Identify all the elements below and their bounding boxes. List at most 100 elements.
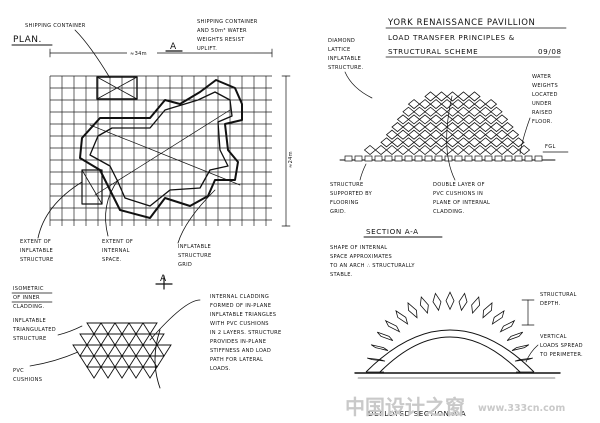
- deployed-section-drawing: STRUCTURAL DEPTH. VERTICAL LOADS SPREAD …: [354, 291, 583, 418]
- floor-block: [494, 155, 503, 162]
- lattice-cell: [440, 144, 454, 156]
- shape-note-4: STABLE.: [330, 272, 353, 278]
- lattice-cell: [446, 122, 459, 133]
- shipping-container: [96, 76, 138, 100]
- section-label-left-2: LATTICE: [328, 47, 351, 53]
- lattice-cell: [473, 144, 487, 156]
- structure-note-2: SUPPORTED BY: [330, 191, 373, 197]
- lattice-cell: [468, 122, 481, 133]
- floor-block: [384, 155, 393, 162]
- floor-block: [524, 155, 533, 162]
- lattice-cell: [380, 137, 393, 148]
- lattice-cell: [457, 91, 470, 102]
- lattice-cell: [402, 137, 415, 148]
- mesh-triangle: [142, 366, 158, 379]
- lattice-cell: [424, 106, 437, 117]
- lattice-cell: [385, 144, 399, 156]
- arch-cell: [511, 344, 530, 351]
- lattice-cell: [396, 144, 410, 156]
- mesh-triangle: [72, 344, 88, 357]
- sheet-header: YORK RENAISSANCE PAVILLION LOAD TRANSFER…: [385, 18, 567, 58]
- double-layer-1: DOUBLE LAYER OF: [433, 182, 485, 188]
- arch-cell: [491, 309, 505, 325]
- lattice-cell: [402, 106, 415, 117]
- lattice-cell: [374, 144, 388, 156]
- cladding-note-4: WITH PVC CUSHIONS: [210, 321, 269, 327]
- lattice-cell: [462, 129, 476, 140]
- cladding-note-5: IN 2 LAYERS. STRUCTURE: [210, 330, 282, 336]
- arch-cell: [458, 292, 468, 312]
- lattice-cell: [435, 106, 448, 117]
- lattice-cell: [424, 137, 437, 148]
- lattice-cell: [484, 99, 498, 110]
- shape-note-1: SHAPE OF INTERNAL: [330, 245, 387, 251]
- floor-block: [414, 155, 423, 162]
- arch-cell: [499, 319, 516, 333]
- floor-block: [484, 155, 493, 162]
- inflatable-grid-3: GRID: [178, 262, 192, 268]
- lattice-cell: [451, 114, 465, 125]
- shipping-container-label: SHIPPING CONTAINER: [25, 23, 86, 29]
- deployed-title: DEPLOYED SECTION A-A: [368, 409, 466, 418]
- cladding-note-1: INTERNAL CLADDING: [210, 294, 269, 300]
- lattice-cell: [468, 137, 481, 148]
- isometric-drawing: ISOMETRIC OF INNER CLADDING. INFLATABLE …: [11, 286, 201, 389]
- section-label-right-1: WATER: [532, 74, 551, 80]
- lattice-cell: [418, 129, 432, 140]
- mesh-triangle: [86, 322, 102, 335]
- extent-cladding-3: STRUCTURE: [20, 257, 53, 263]
- arch-cell: [482, 301, 493, 319]
- arch-cell: [419, 296, 429, 315]
- leader-arrow: [74, 29, 111, 79]
- mesh-triangle: [79, 333, 95, 346]
- lattice-cell: [418, 144, 432, 156]
- dimension-vertical: ≈24m: [288, 151, 294, 168]
- lattice-cell: [457, 106, 470, 117]
- double-layer-2: PVC CUSHIONS IN: [433, 191, 483, 197]
- extent-cladding-2: INFLATABLE: [20, 248, 53, 254]
- lattice-cell: [479, 137, 492, 148]
- shipping-water-note-3: WEIGHTS RESIST: [197, 37, 245, 43]
- shipping-water-note-2: AND 50m³ WATER: [197, 28, 247, 34]
- lattice-cell: [402, 122, 415, 133]
- double-layer-4: CLADDING.: [433, 209, 465, 215]
- floor-block: [344, 155, 353, 162]
- flooring-grid: [344, 155, 543, 162]
- mesh-triangle: [79, 355, 95, 368]
- plan-title: PLAN.: [13, 35, 42, 45]
- cladding-note: INTERNAL CLADDING FORMED OF IN-PLANE INF…: [210, 294, 282, 372]
- fgl-label: FGL: [545, 144, 556, 150]
- lattice-cell: [446, 137, 459, 148]
- mesh-triangle: [114, 322, 130, 335]
- mesh-triangle: [135, 355, 151, 368]
- lattice-cell: [512, 137, 525, 148]
- arch-cell: [384, 319, 401, 333]
- mesh-triangle: [86, 344, 102, 357]
- isometric-title-1: ISOMETRIC: [13, 286, 44, 292]
- lattice-cell: [479, 106, 492, 117]
- structure-note-1: STRUCTURE: [330, 182, 363, 188]
- shape-note-3: TO AN ARCH ∴ STRUCTURALLY: [329, 263, 415, 269]
- lattice-cell: [457, 137, 470, 148]
- section-marker-bottom: A: [160, 274, 167, 284]
- floor-block: [394, 155, 403, 162]
- mesh-triangle: [114, 344, 130, 357]
- lattice-cell: [473, 114, 487, 125]
- shipping-water-note-1: SHIPPING CONTAINER: [197, 19, 258, 25]
- arch-cell: [471, 296, 481, 315]
- arch-outer: [365, 329, 535, 373]
- mesh-triangle: [149, 355, 165, 368]
- arch-cell: [407, 301, 418, 319]
- lattice-cell: [451, 129, 465, 140]
- lattice-cell: [468, 106, 481, 117]
- lattice-cell: [440, 114, 454, 125]
- lattice-cell: [385, 129, 399, 140]
- diamond-lattice: [363, 91, 531, 156]
- iso-label-2: TRIANGULATED: [12, 327, 56, 333]
- lattice-cell: [462, 99, 476, 110]
- iso-label-1: INFLATABLE: [13, 318, 46, 324]
- arch-inner: [379, 336, 521, 373]
- lattice-cell: [424, 91, 437, 102]
- arch-cell: [445, 291, 455, 311]
